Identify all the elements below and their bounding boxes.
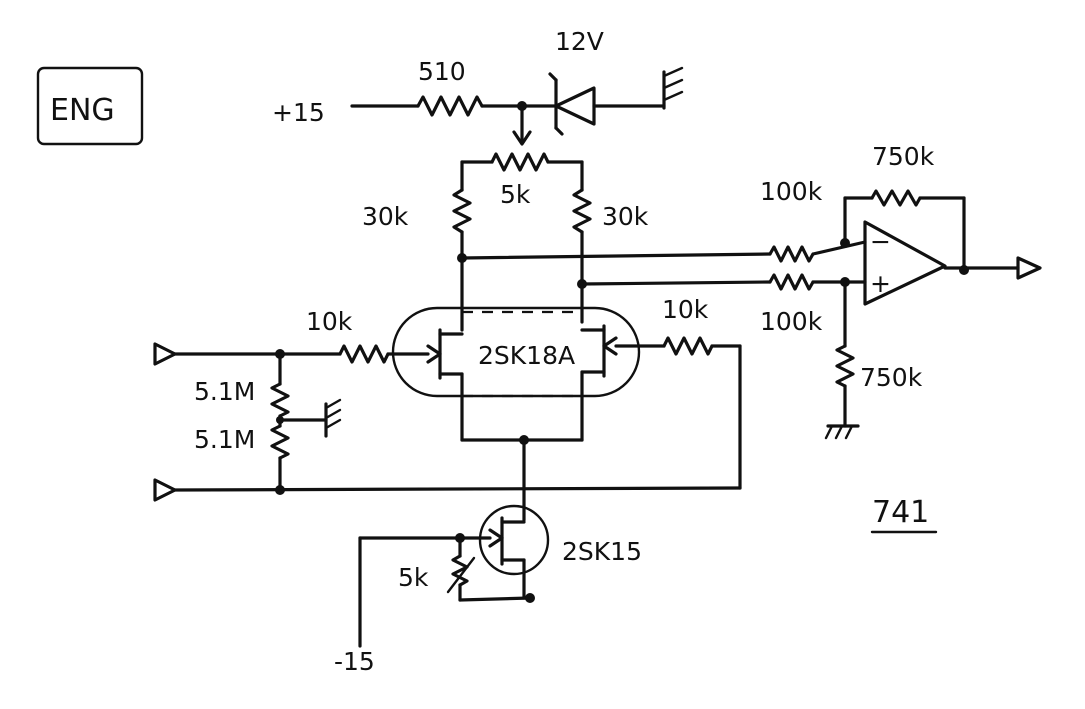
pot-5k-bottom <box>451 554 469 587</box>
ground-symbol-top <box>662 66 684 110</box>
gate-arrow-right <box>602 336 618 356</box>
resistor-10k-left <box>338 344 390 364</box>
pot-wiper-arrow <box>512 130 532 146</box>
r-ground-label: 750k <box>860 363 923 392</box>
resistor-5m1-top <box>270 382 290 418</box>
r-div-top-label: 5.1M <box>194 377 255 406</box>
resistor-100k-top <box>768 245 815 263</box>
input-terminal-top <box>153 342 177 366</box>
output-terminal <box>1016 256 1042 280</box>
ground-symbol-left <box>324 398 342 438</box>
current-source-fet-label: 2SK15 <box>562 537 642 566</box>
opamp-part-label: 741 <box>872 495 929 530</box>
opamp-741: 100k 100k − + 750k 750k 741 <box>760 142 1042 534</box>
resistor-30k-left <box>452 188 472 234</box>
r-feedback-label: 750k <box>872 142 935 171</box>
opamp-triangle <box>863 220 947 306</box>
opamp-minus-label: − <box>870 227 891 256</box>
pot-5k-bottom-adjust-arrow <box>446 556 476 594</box>
negative-supply-section: -15 5k <box>334 533 535 676</box>
pot-top-label: 5k <box>500 180 531 209</box>
opamp-plus-label: + <box>870 269 891 298</box>
r-in-right-label: 10k <box>662 295 709 324</box>
drain-wires <box>457 252 772 332</box>
resistor-510 <box>416 95 484 117</box>
jfet-2sk15: 2SK15 <box>478 504 642 600</box>
supply-neg-label: -15 <box>334 647 375 676</box>
pot-5k-top <box>490 152 550 172</box>
zener-label: 12V <box>555 27 604 56</box>
dual-jfet-2sk18a: 2SK18A <box>391 306 641 442</box>
fet-package-outline <box>391 306 641 398</box>
r-div-bottom-label: 5.1M <box>194 425 255 454</box>
r-in-left-label: 10k <box>306 307 353 336</box>
fet-2sk15-circle <box>478 504 550 576</box>
eng-badge: ENG <box>36 66 144 146</box>
input-section: 10k 5.1M 5.1M <box>153 307 742 502</box>
resistor-100k-bottom <box>768 273 815 291</box>
resistor-5m1-bottom <box>270 424 290 460</box>
r-opamp-in-bottom-label: 100k <box>760 307 823 336</box>
r-opamp-in-top-label: 100k <box>760 177 823 206</box>
tail-section <box>460 435 584 522</box>
right-gate-loop: 10k <box>614 295 742 490</box>
fet-2sk15-gate-arrow <box>488 528 504 548</box>
supply-section: +15 510 12V <box>272 27 684 136</box>
eng-badge-text: ENG <box>50 93 115 128</box>
zener-diode <box>548 72 666 136</box>
r-left-load-label: 30k <box>362 202 409 231</box>
resistor-750k-ground <box>835 344 855 388</box>
r-510-label: 510 <box>418 57 466 86</box>
ground-symbol-opamp <box>824 424 860 440</box>
resistor-10k-right <box>662 336 714 356</box>
resistor-30k-right <box>572 188 592 234</box>
r-right-load-label: 30k <box>602 202 649 231</box>
input-terminal-bottom <box>153 478 177 502</box>
supply-pos-label: +15 <box>272 98 325 127</box>
resistor-750k-feedback <box>870 189 922 207</box>
pot-bottom-label: 5k <box>398 563 429 592</box>
dual-fet-label: 2SK18A <box>478 341 575 370</box>
gate-arrow-left <box>426 344 442 364</box>
